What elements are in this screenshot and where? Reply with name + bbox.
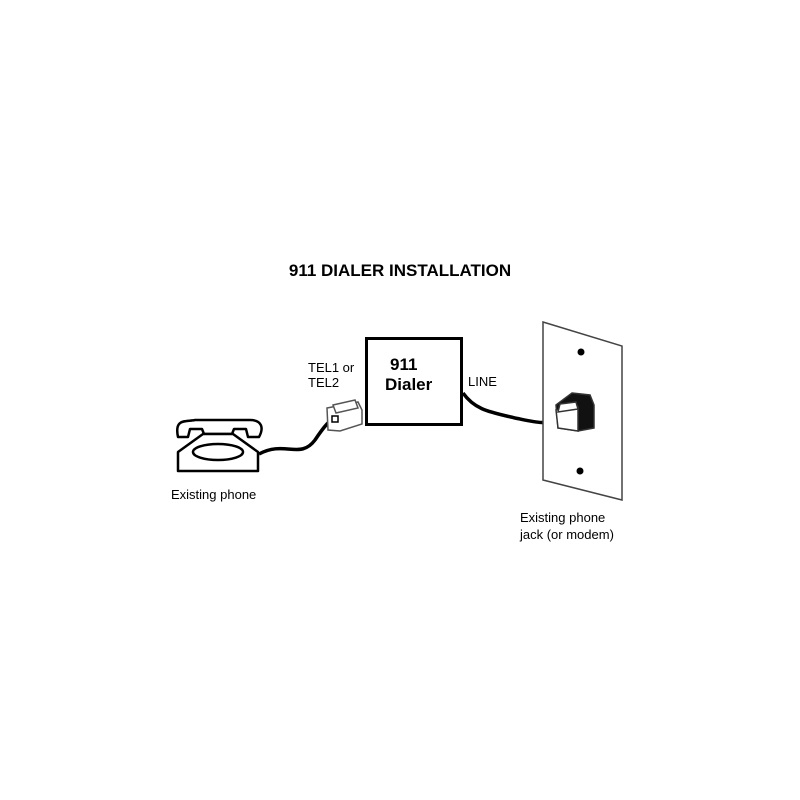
telephone-icon <box>175 418 263 473</box>
line-port-label: LINE <box>468 374 497 389</box>
phone-label: Existing phone <box>171 487 257 502</box>
jack-label-2: jack (or modem) <box>520 527 614 542</box>
jack-label: Existing phone <box>520 510 606 525</box>
diagram-title: 911 DIALER INSTALLATION <box>288 261 512 280</box>
rj11-plug-icon <box>326 399 363 432</box>
dialer-label-name: Dialer <box>385 375 433 394</box>
tel-port-label: TEL1 or <box>308 360 355 375</box>
phone-cord <box>258 416 336 456</box>
tel-port-label-2: TEL2 <box>308 375 340 390</box>
dialer-label-number: 911 <box>390 355 418 374</box>
dialer-box <box>365 337 463 426</box>
phone-jack-icon <box>555 392 595 432</box>
